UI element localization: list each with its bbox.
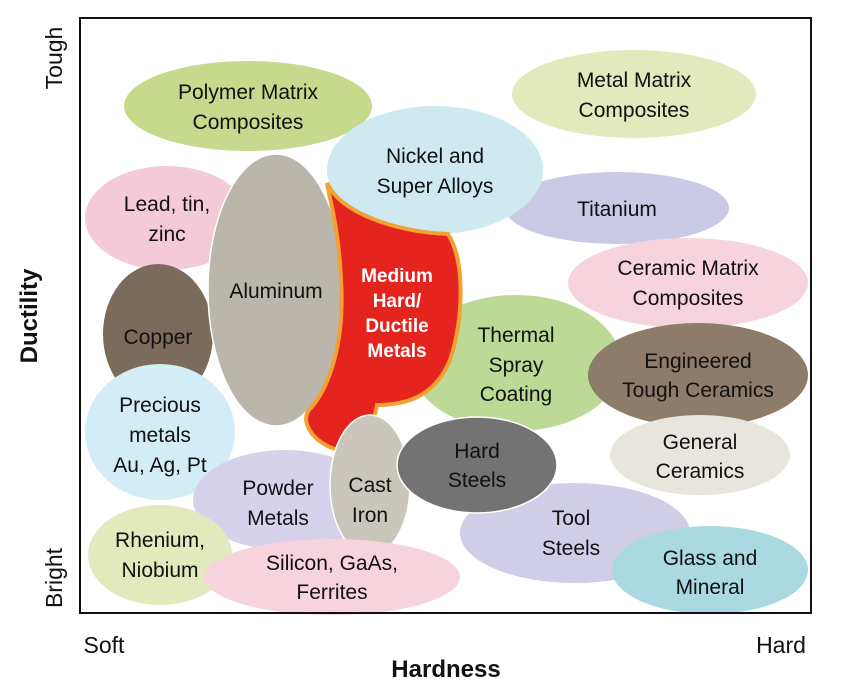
region-general-ceramics: General Ceramics	[610, 415, 790, 495]
region-aluminum: Aluminum	[207, 153, 345, 427]
svg-text:Ceramic Matrix: Ceramic Matrix	[617, 257, 759, 280]
svg-text:Composites: Composites	[633, 287, 744, 310]
svg-text:Engineered: Engineered	[644, 350, 751, 373]
region-lead-tin-zinc: Lead, tin, zinc	[85, 166, 249, 270]
svg-text:Polymer Matrix: Polymer Matrix	[178, 81, 319, 104]
svg-text:Copper: Copper	[124, 326, 193, 349]
svg-text:Aluminum: Aluminum	[229, 280, 322, 303]
region-medium-hard-ductile-metals: Medium Hard/ Ductile Metals	[304, 182, 463, 452]
region-glass-mineral: Glass and Mineral	[612, 526, 808, 614]
svg-text:Coating: Coating	[480, 383, 552, 406]
svg-text:Au, Ag, Pt: Au, Ag, Pt	[113, 454, 207, 477]
svg-text:Hard/: Hard/	[373, 291, 422, 312]
svg-text:Composites: Composites	[579, 99, 690, 122]
svg-text:Ductile: Ductile	[365, 316, 428, 337]
svg-text:Thermal: Thermal	[477, 324, 554, 347]
svg-text:Steels: Steels	[542, 537, 600, 560]
svg-text:Nickel and: Nickel and	[386, 145, 484, 168]
region-metal-matrix: Metal Matrix Composites	[512, 50, 756, 138]
region-cast-iron: Cast Iron	[329, 414, 411, 556]
region-silicon-gaas-ferrites: Silicon, GaAs, Ferrites	[204, 539, 460, 615]
svg-text:Tool: Tool	[552, 507, 591, 530]
svg-text:Medium: Medium	[361, 266, 433, 287]
y-axis-title: Ductility	[16, 268, 43, 363]
svg-text:Composites: Composites	[193, 111, 304, 134]
region-titanium: Titanium	[505, 172, 729, 244]
svg-text:Ceramics: Ceramics	[656, 460, 745, 483]
y-axis-low-label: Bright	[41, 547, 67, 608]
svg-text:Cast: Cast	[348, 474, 391, 497]
y-axis-high-label: Tough	[41, 27, 67, 90]
x-axis-high-label: Hard	[756, 632, 806, 658]
region-rhenium-niobium: Rhenium, Niobium	[88, 505, 232, 605]
svg-text:Mineral: Mineral	[676, 576, 745, 599]
svg-text:Metal Matrix: Metal Matrix	[577, 69, 692, 92]
svg-text:Metals: Metals	[367, 341, 426, 362]
region-ceramic-matrix: Ceramic Matrix Composites	[568, 238, 808, 328]
svg-text:zinc: zinc	[148, 223, 185, 246]
svg-text:Lead, tin,: Lead, tin,	[124, 193, 210, 216]
x-axis-title: Hardness	[391, 656, 500, 683]
svg-text:Spray: Spray	[489, 354, 544, 377]
svg-text:Rhenium,: Rhenium,	[115, 529, 205, 552]
svg-text:Powder: Powder	[242, 477, 313, 500]
region-polymer-matrix: Polymer Matrix Composites	[124, 61, 372, 151]
svg-text:Niobium: Niobium	[121, 559, 198, 582]
svg-text:Precious: Precious	[119, 394, 201, 417]
region-hard-steels: Hard Steels	[396, 416, 558, 514]
svg-text:metals: metals	[129, 424, 191, 447]
svg-text:Super Alloys: Super Alloys	[377, 175, 494, 198]
svg-text:Glass and: Glass and	[663, 547, 758, 570]
region-engineered-tough-ceramics: Engineered Tough Ceramics	[588, 323, 808, 427]
region-thermal-spray: Thermal Spray Coating	[411, 295, 621, 431]
svg-text:Ferrites: Ferrites	[296, 581, 367, 604]
svg-text:Iron: Iron	[352, 504, 388, 527]
x-axis-low-label: Soft	[84, 632, 126, 658]
svg-text:Titanium: Titanium	[577, 198, 657, 221]
svg-text:General: General	[663, 431, 738, 454]
svg-text:Metals: Metals	[247, 507, 309, 530]
region-nickel-super-alloys: Nickel and Super Alloys	[327, 106, 543, 234]
svg-text:Steels: Steels	[448, 469, 506, 492]
svg-text:Hard: Hard	[454, 440, 500, 463]
svg-text:Silicon, GaAs,: Silicon, GaAs,	[266, 552, 398, 575]
region-precious-metals: Precious metals Au, Ag, Pt	[85, 364, 235, 500]
svg-text:Tough Ceramics: Tough Ceramics	[622, 379, 774, 402]
